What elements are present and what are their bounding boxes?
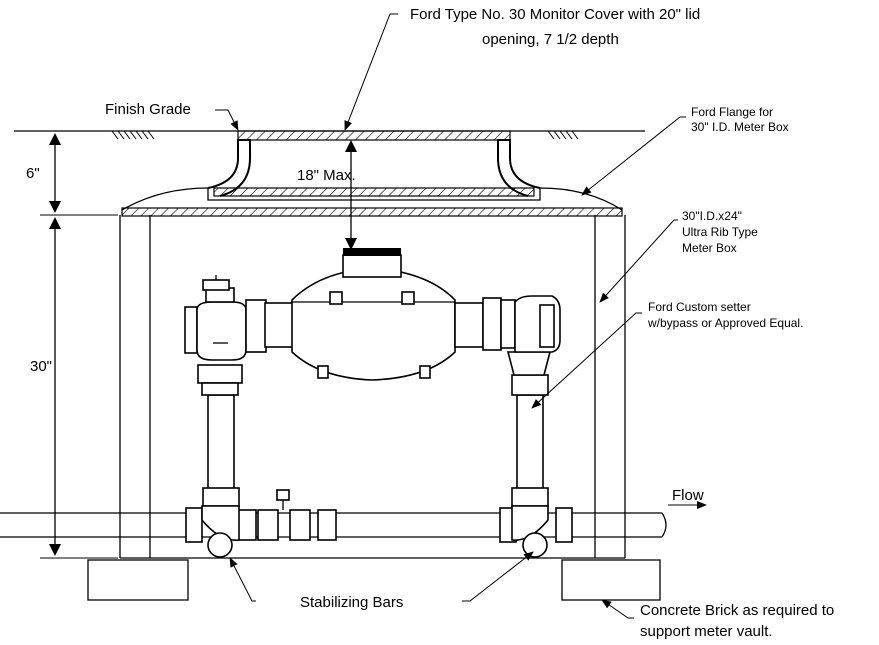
max-depth-dimension: 18" Max. [297,140,357,250]
meter-box-label-line1: 30"I.D.x24" [682,209,742,223]
left-angle-valve [184,275,267,361]
callout-labels: Ford Type No. 30 Monitor Cover with 20" … [105,6,834,640]
ford-flange-label-line2: 30" I.D. Meter Box [691,120,789,134]
setter-label-line1: Ford Custom setter [648,300,751,314]
ford-flange-label-line1: Ford Flange for [691,105,773,119]
concrete-brick-label-line2: support meter vault. [640,623,773,640]
setter-label-line2: w/bypass or Approved Equal. [647,316,803,330]
concrete-brick-label-line1: Concrete Brick as required to [640,602,834,619]
left-riser [197,364,243,558]
top-dimension-label: 6" [26,165,40,182]
monitor-cover-label-line2: opening, 7 1/2 depth [482,31,619,48]
finish-grade-label: Finish Grade [105,101,191,118]
right-riser [506,351,552,558]
stabilizing-bars-label: Stabilizing Bars [300,594,403,611]
bypass-fittings [185,489,573,543]
meter-box [119,215,626,559]
right-check-valve [500,295,561,353]
monitor-cover [207,130,541,201]
monitor-cover-label-line1: Ford Type No. 30 Monitor Cover with 20" … [410,6,700,23]
flow-label: Flow [672,487,704,504]
water-meter [264,248,502,381]
meter-box-label-line2: Ultra Rib Type [682,225,758,239]
max-depth-label: 18" Max. [297,167,356,184]
side-dimension-label: 30" [30,358,52,375]
meter-box-label-line3: Meter Box [682,241,737,255]
left-dimensions: 6" 30" [26,130,118,559]
leader-lines [215,13,707,619]
